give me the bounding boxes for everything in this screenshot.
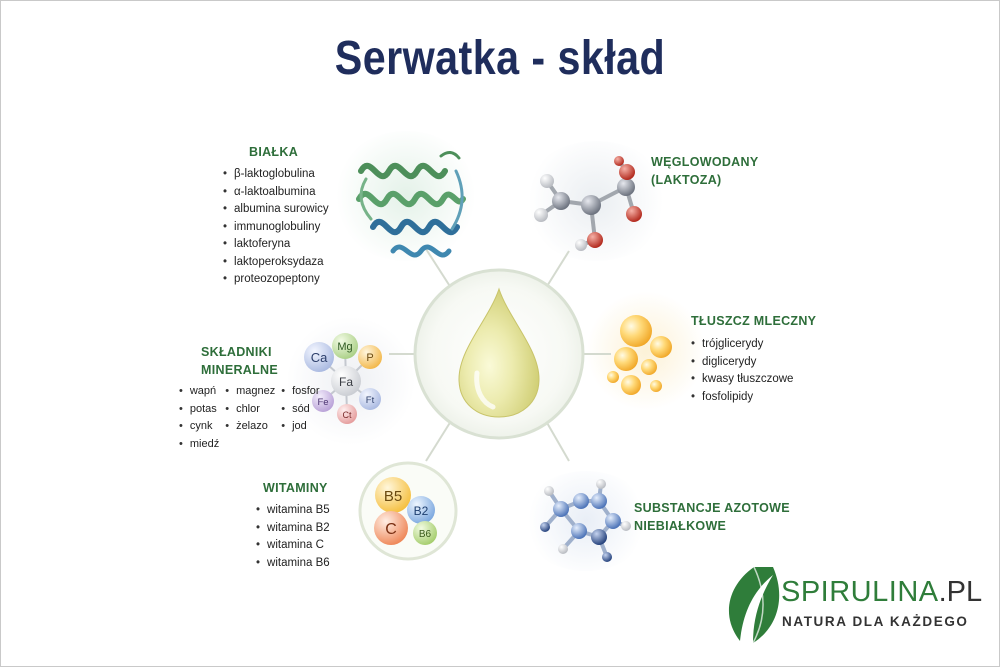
vitamin-spheres-icon: B5 B2 C B6 [358, 461, 458, 561]
list-item: fosfor [281, 383, 320, 401]
protein-structure-icon [356, 151, 466, 258]
proteins-title: BIAŁKA [249, 145, 299, 159]
list-item: laktoferyna [223, 236, 329, 254]
vitamin-label-c: C [385, 521, 397, 538]
list-item: sód [281, 401, 319, 419]
list-item: kwasy tłuszczowe [691, 371, 793, 389]
nitrogen-title-line2: NIEBIAŁKOWE [634, 519, 727, 533]
list-item: witamina B2 [256, 520, 330, 538]
list-item: immunoglobuliny [223, 219, 329, 237]
fat-globules-icon [607, 315, 672, 395]
logo-domain: .PL [938, 576, 983, 608]
vitamins-title: WITAMINY [263, 481, 328, 495]
minerals-title: SKŁADNIKI MINERALNE [201, 343, 278, 379]
fats-title: TŁUSZCZ MLECZNY [691, 314, 817, 328]
carbs-title: WĘGLOWODANY (LAKTOZA) [651, 153, 758, 189]
glow-nitrogen [521, 471, 651, 571]
list-item: potas [179, 401, 219, 419]
sphere-label-fa: Fa [339, 375, 353, 389]
list-item: chlor [225, 401, 275, 419]
sphere-label-ca: Ca [311, 350, 328, 365]
list-item: fosfolipidy [691, 389, 793, 407]
sphere-label-p: P [366, 352, 373, 364]
list-item: jod [281, 418, 319, 436]
list-item: miedź [179, 436, 219, 454]
list-item: diglicerydy [691, 354, 793, 372]
leaf-logo-icon [728, 566, 780, 644]
sphere-label-ct: Ct [343, 410, 352, 420]
vitamins-list: witamina B5 witamina B2 witamina C witam… [256, 502, 330, 572]
list-item: cynk [179, 418, 219, 436]
minerals-title-line1: SKŁADNIKI [201, 345, 272, 359]
vitamin-label-b2: B2 [414, 504, 429, 518]
logo-tagline: NATURA DLA KAŻDEGO [782, 614, 969, 629]
whey-drop-icon [458, 287, 540, 418]
glow-fats [586, 291, 706, 411]
minerals-title-line2: MINERALNE [201, 363, 279, 377]
list-item: witamina B6 [256, 555, 330, 573]
nitrogen-molecule-icon [540, 479, 631, 562]
page-title: Serwatka - skład [334, 32, 666, 85]
brand-logo[interactable]: SPIRULINA.PL [781, 576, 982, 609]
list-item: α-laktoalbumina [223, 184, 329, 202]
proteins-list: β-laktoglobulina α-laktoalbumina albumin… [223, 166, 329, 289]
list-item: trójglicerydy [691, 336, 793, 354]
list-item: żelazo [225, 418, 275, 436]
list-item: laktoperoksydaza [223, 254, 329, 272]
list-item: witamina C [256, 537, 330, 555]
fats-list: trójglicerydy diglicerydy kwasy tłuszczo… [691, 336, 793, 406]
lactose-molecule-icon [534, 156, 642, 251]
sphere-label-fe: Fe [317, 397, 328, 408]
carbs-title-line1: WĘGLOWODANY [651, 155, 759, 169]
vitamin-label-b6: B6 [419, 529, 432, 540]
nitrogen-title: SUBSTANCJE AZOTOWE NIEBIAŁKOWE [634, 499, 790, 535]
list-item: magnez [225, 383, 275, 401]
carbs-title-line2: (LAKTOZA) [651, 173, 722, 187]
nitrogen-title-line1: SUBSTANCJE AZOTOWE [634, 501, 790, 515]
list-item: proteozopeptony [223, 271, 329, 289]
list-item: witamina B5 [256, 502, 330, 520]
list-item: albumina surowicy [223, 201, 329, 219]
vitamin-label-b5: B5 [384, 488, 402, 505]
sphere-label-mg: Mg [337, 341, 352, 353]
list-item: β-laktoglobulina [223, 166, 329, 184]
list-item: wapń [179, 383, 219, 401]
logo-brand: SPIRULINA [781, 576, 939, 608]
minerals-list: wapń magnez fosfor potas chlor sód cynk … [179, 383, 320, 453]
sphere-label-ft: Ft [366, 395, 375, 406]
